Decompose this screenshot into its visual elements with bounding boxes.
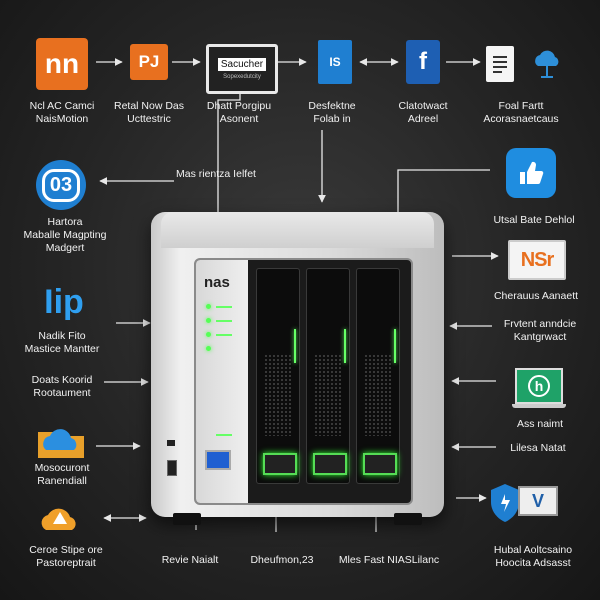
cloud-folder-icon [36, 420, 88, 460]
nas-front-panel: nas [194, 258, 413, 505]
nas-brand-label: nas [204, 274, 230, 291]
blue-square-f-icon: f [406, 40, 440, 84]
monitor-title: Sacucher [217, 58, 267, 71]
top-label-3: Dhatt Porgipu Asonent [206, 100, 272, 125]
status-bar [216, 306, 232, 308]
status-led-4 [206, 346, 211, 351]
top-label-6: Foal Fartt Acorasnaetcaus [483, 100, 559, 125]
left-label-4: Mosocuront Ranendiall [34, 462, 90, 487]
left-label-5: Ceroe Stipe ore Pastoreptrait [29, 544, 103, 569]
blue-flag-icon: IS [318, 40, 352, 84]
nas-side-power-port [167, 460, 177, 476]
icon-text: NSr [520, 248, 555, 271]
status-led-1 [206, 304, 211, 309]
document-icon [486, 46, 514, 82]
blue-thumbs-icon [506, 148, 556, 198]
icon-text: IS [329, 55, 341, 69]
blue-tip-icon: Iip [38, 282, 90, 322]
right-label-3: Frvtent anndcie Kantgrwact [503, 318, 577, 343]
bottom-label-2: Dheufmon,23 [250, 554, 314, 566]
mid-label: Mas rientza Ielfet [176, 168, 256, 180]
icon-text: f [419, 48, 427, 75]
drive-bay-1[interactable] [256, 268, 300, 484]
status-led-2 [206, 318, 211, 323]
orange-document-icon: PJ [130, 44, 168, 80]
nas-foot-left [173, 513, 201, 525]
right-label-1: Utsal Bate Dehlol [493, 214, 575, 226]
icon-text: nn [44, 48, 80, 79]
nas-side-usb-port [167, 440, 175, 446]
icon-text: PJ [138, 52, 160, 71]
icon-text: Iip [44, 282, 84, 321]
drive-bay-3[interactable] [356, 268, 400, 484]
bottom-label-3: Mles Fast NIASLilanc [338, 554, 440, 566]
shield-monitor-icon: V [488, 480, 564, 528]
monitor-icon: Sacucher Sopexedutcity [206, 44, 278, 94]
nas-foot-right [394, 513, 422, 525]
right-label-2: Cherauus Aanaett [493, 290, 579, 302]
left-label-1: Hartora Maballe Magpting Madgert [23, 216, 107, 254]
monitor-subtitle: Sopexedutcity [223, 74, 261, 80]
icon-text: 03 [41, 168, 81, 202]
orange-square-logo-icon: nn [36, 38, 88, 90]
blue-circle-logo-icon: 03 [36, 160, 86, 210]
icon-text: V [531, 490, 544, 511]
nas-device: nas [151, 212, 444, 525]
status-led-3 [206, 332, 211, 337]
right-label-4: Ass naimt [516, 418, 564, 430]
front-usb-port[interactable] [205, 450, 231, 470]
left-label-2: Nadik Fito Mastice Mantter [24, 330, 100, 355]
top-label-5: Clatotwact Adreel [398, 100, 448, 125]
status-bar [216, 434, 232, 436]
icon-text: h [528, 375, 550, 397]
status-bar [216, 320, 232, 322]
left-label-3: Doats Koorid Rootaument [31, 374, 93, 399]
status-bar [216, 334, 232, 336]
cloud-tree-icon [530, 48, 564, 80]
bottom-label-1: Revie Naialt [161, 554, 219, 566]
top-label-4: Desfektne Folab in [308, 100, 356, 125]
orange-cloud-icon [38, 502, 82, 536]
right-label-6: Hubal Aoltcsaino Hoocita Adsasst [493, 544, 573, 569]
nas-control-panel: nas [196, 260, 248, 503]
nas-top-cover [161, 212, 434, 248]
laptop-icon: h [512, 366, 566, 410]
drive-bay-2[interactable] [306, 268, 350, 484]
nsr-monitor-icon: NSr [508, 240, 566, 280]
right-label-5: Lilesa Natat [510, 442, 566, 454]
top-label-2: Retal Now Das Ucttestric [113, 100, 185, 125]
top-label-1: Ncl AC Camci NaisMotion [29, 100, 95, 125]
